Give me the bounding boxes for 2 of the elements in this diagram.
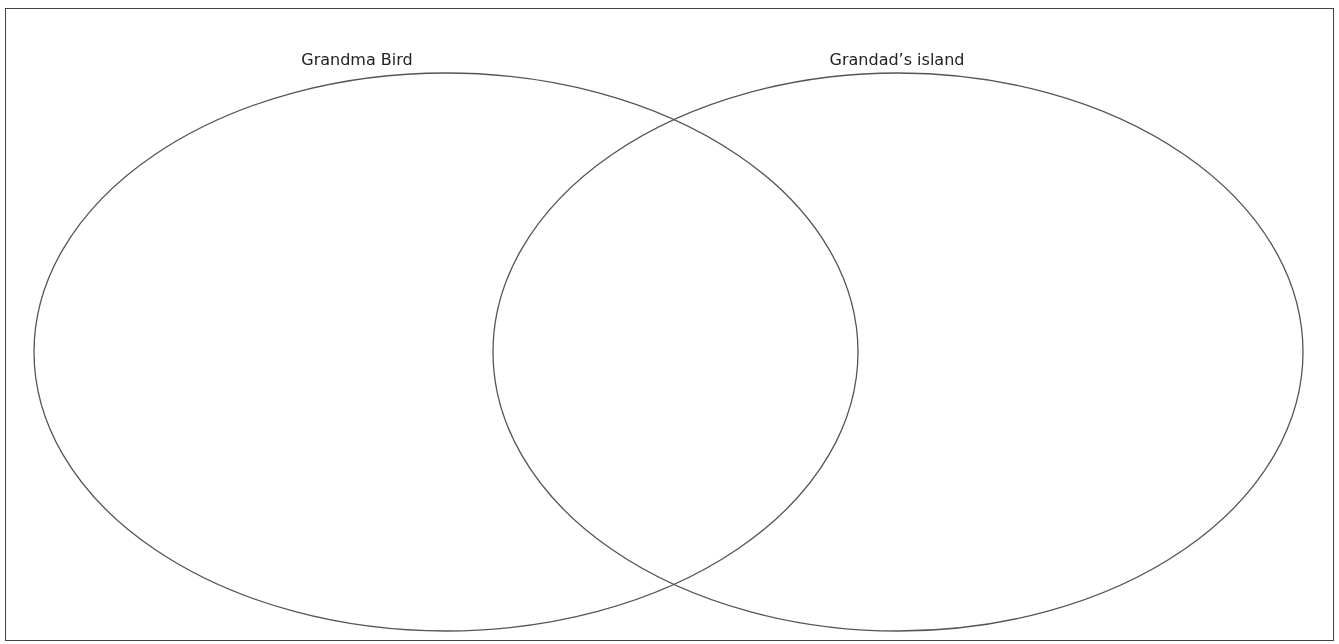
circle-label: Grandad’s island xyxy=(829,50,965,69)
circle-label: Grandma Bird xyxy=(301,50,413,69)
